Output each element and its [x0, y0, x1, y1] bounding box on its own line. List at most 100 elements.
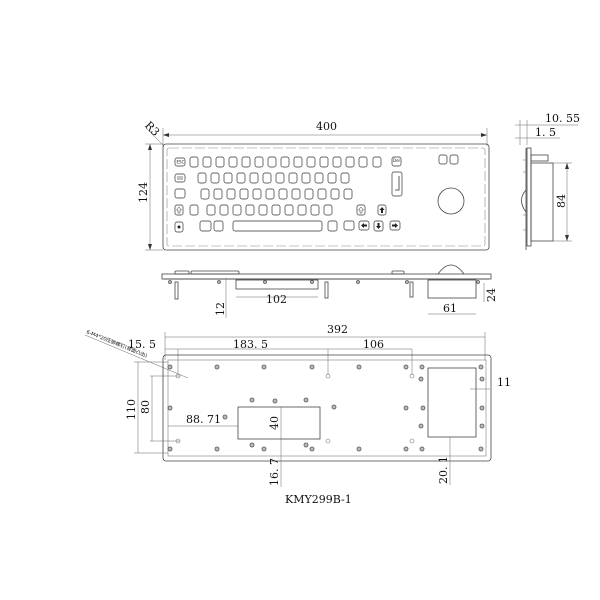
- key-row-5: [174, 220, 401, 233]
- key-z[interactable]: [206, 204, 216, 216]
- key-9[interactable]: [293, 156, 303, 168]
- key-f[interactable]: [239, 188, 249, 200]
- key-4[interactable]: [228, 156, 238, 168]
- trackball-module-height-dimension: 24: [485, 288, 498, 302]
- key-esc[interactable]: [174, 157, 186, 167]
- trackball-module-width-dimension: 61: [443, 302, 457, 315]
- key-w[interactable]: [210, 172, 220, 184]
- key-i[interactable]: [288, 172, 298, 184]
- span-1-dimension: 183. 5: [233, 338, 268, 351]
- pcb-bottom-offset-dimension: 16. 7: [268, 458, 281, 486]
- trackball-bottom-offset-dimension: 20. 1: [437, 456, 450, 484]
- model-label: KMY299B-1: [285, 493, 352, 506]
- key-c[interactable]: [232, 204, 242, 216]
- key-0[interactable]: [306, 156, 316, 168]
- key-extra-2[interactable]: [372, 156, 382, 168]
- key-row-3: [174, 188, 353, 200]
- key-row-2: [174, 171, 403, 197]
- total-depth-dimension: 10. 55: [545, 112, 580, 125]
- module-width-dimension: 102: [266, 293, 287, 306]
- arrow-left-icon: [361, 223, 367, 228]
- key-backslash[interactable]: [345, 156, 355, 168]
- key-equals[interactable]: [332, 156, 342, 168]
- shift-icon: [357, 206, 365, 214]
- key-l[interactable]: [304, 188, 314, 200]
- key-shift-left[interactable]: [174, 204, 184, 216]
- key-m[interactable]: [284, 204, 294, 216]
- trackball[interactable]: [437, 187, 465, 215]
- key-g[interactable]: [252, 188, 262, 200]
- inner-height-dimension: 80: [139, 400, 152, 414]
- key-x[interactable]: [219, 204, 229, 216]
- width-dimension: 400: [316, 120, 337, 133]
- key-blank-left[interactable]: [189, 204, 199, 216]
- plate-thickness-dimension: 1. 5: [535, 126, 556, 139]
- mouse-left-button[interactable]: [438, 154, 448, 165]
- side-view: 10. 55 1. 5 84: [515, 112, 580, 250]
- key-p[interactable]: [314, 172, 324, 184]
- key-u[interactable]: [275, 172, 285, 184]
- enter-arrow-icon: [395, 176, 400, 191]
- key-1[interactable]: [189, 156, 199, 168]
- pcb-height-dimension: 40: [268, 416, 281, 430]
- key-pgup-pgdn[interactable]: [199, 220, 212, 232]
- key-5[interactable]: [241, 156, 251, 168]
- key-enter[interactable]: [391, 171, 403, 197]
- key-8[interactable]: [280, 156, 290, 168]
- key-row-4: [174, 204, 387, 216]
- key-y[interactable]: [262, 172, 272, 184]
- key-del[interactable]: [391, 156, 402, 167]
- key-7[interactable]: [267, 156, 277, 168]
- key-comma[interactable]: [297, 204, 307, 216]
- rear-view: 392 15. 5 183. 5 106 6-M4*20压铆螺钉(背面凸出) 1…: [84, 323, 511, 506]
- key-r[interactable]: [236, 172, 246, 184]
- key-3[interactable]: [215, 156, 225, 168]
- key-s[interactable]: [213, 188, 223, 200]
- key-v[interactable]: [245, 204, 255, 216]
- key-caps-lock[interactable]: [174, 188, 186, 199]
- key-blank-2[interactable]: [327, 220, 338, 232]
- key-tab[interactable]: [174, 173, 186, 183]
- key-t[interactable]: [249, 172, 259, 184]
- key-slash[interactable]: [323, 204, 333, 216]
- key-h[interactable]: [265, 188, 275, 200]
- key-minus[interactable]: [319, 156, 329, 168]
- svg-text:ESC: ESC: [177, 160, 185, 165]
- corner-radius-label: R3: [142, 119, 162, 139]
- key-extra[interactable]: [358, 156, 368, 168]
- arrow-down-icon: [376, 223, 381, 229]
- key-row-1: ESC Del: [174, 156, 402, 168]
- key-b[interactable]: [258, 204, 268, 216]
- key-rbracket[interactable]: [340, 172, 350, 184]
- mouse-right-button[interactable]: [449, 154, 459, 165]
- arrow-right-icon: [392, 223, 398, 228]
- key-blank[interactable]: [343, 188, 353, 200]
- key-ins-home[interactable]: [213, 220, 224, 232]
- key-shift-right[interactable]: [356, 204, 366, 216]
- key-end[interactable]: [343, 220, 355, 231]
- key-2[interactable]: [202, 156, 212, 168]
- svg-text:Del: Del: [393, 158, 400, 163]
- key-period[interactable]: [310, 204, 320, 216]
- key-j[interactable]: [278, 188, 288, 200]
- key-o[interactable]: [301, 172, 311, 184]
- profile-view: 12 102 24 61: [161, 264, 498, 318]
- key-semicolon[interactable]: [317, 188, 327, 200]
- key-a[interactable]: [200, 188, 210, 200]
- key-space[interactable]: [232, 220, 323, 232]
- mounting-holes: [167, 364, 485, 452]
- trackball-right-offset-dimension: 11: [497, 376, 511, 389]
- key-lbracket[interactable]: [327, 172, 337, 184]
- key-q[interactable]: [197, 172, 207, 184]
- stud-height-dimension: 12: [214, 302, 227, 316]
- key-6[interactable]: [254, 156, 264, 168]
- front-view: 400 R3 124 ESC: [137, 119, 490, 251]
- key-k[interactable]: [291, 188, 301, 200]
- key-d[interactable]: [226, 188, 236, 200]
- key-e[interactable]: [223, 172, 233, 184]
- height-dimension: 110: [125, 399, 138, 420]
- arrow-up-icon: [379, 207, 385, 213]
- key-n[interactable]: [271, 204, 281, 216]
- key-quote[interactable]: [330, 188, 340, 200]
